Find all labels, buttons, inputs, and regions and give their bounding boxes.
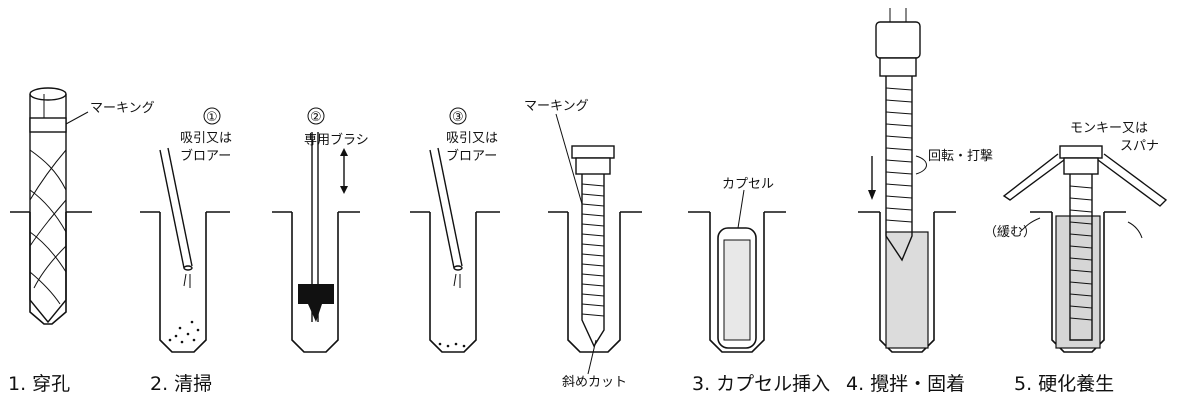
sub-step-3-marker [449, 107, 467, 125]
step-1-label: 1. 穿孔 [8, 373, 70, 395]
panel-cleaning: ① 吸引又は ブロアー ② 専用ブラシ [140, 107, 500, 395]
step-5-label: 5. 硬化養生 [1014, 373, 1114, 395]
marking-bolt-label: マーキング [524, 99, 589, 114]
sub-step-1-marker [203, 107, 221, 125]
wrench-line2: スパナ [1120, 139, 1159, 154]
rotate-strike-label: 回転・打撃 [928, 148, 993, 164]
step-3-label: 3. カプセル挿入 [692, 373, 830, 395]
panel-drilling: マーキング 1. 穿孔 [8, 87, 155, 395]
blower-nozzle-3 [429, 147, 463, 288]
bevel-cut-label: 斜めカット [562, 375, 627, 390]
sub-step-3-line2: ブロアー [446, 148, 497, 164]
ground-1 [10, 211, 92, 325]
hole-cleaning-1 [140, 211, 230, 353]
drill-bit [29, 87, 67, 324]
capsule-label: カプセル [722, 177, 774, 192]
panel-capsule-insertion: カプセル 3. カプセル挿入 [688, 177, 830, 395]
blower-nozzle-1 [159, 147, 193, 288]
sub-step-1-line2: ブロアー [180, 148, 231, 164]
panel-curing: モンキー又は スパナ （緩む） 5. 硬化養生 [984, 121, 1168, 395]
wrench-right [1097, 153, 1168, 207]
step-2-label: 2. 清掃 [150, 373, 212, 395]
panel-stirring-fixing: 回転・打撃 4. 攪拌・固着 [846, 8, 993, 395]
hole-cleaning-2 [272, 211, 360, 353]
sub-step-3-number: ③ [452, 110, 464, 125]
step-4-label: 4. 攪拌・固着 [846, 373, 965, 395]
sub-step-1-line1: 吸引又は [180, 131, 232, 146]
panel-bolt-marking: マーキング 斜めカット [524, 99, 642, 390]
marking-drill-label: マーキング [90, 101, 155, 116]
sub-step-2-text: 専用ブラシ [304, 132, 369, 148]
sub-step-3-line1: 吸引又は [446, 131, 498, 146]
sub-step-2-marker [307, 107, 325, 125]
sub-step-2-number: ② [310, 110, 322, 125]
cleaning-brush [298, 132, 348, 322]
loosen-label: （緩む） [984, 225, 1036, 240]
sub-step-1-number: ① [206, 110, 218, 125]
hole-cleaning-3 [410, 211, 500, 353]
hammer-drill-chuck [875, 21, 921, 59]
wrench-left [1002, 153, 1065, 201]
wrench-line1: モンキー又は [1070, 121, 1148, 136]
